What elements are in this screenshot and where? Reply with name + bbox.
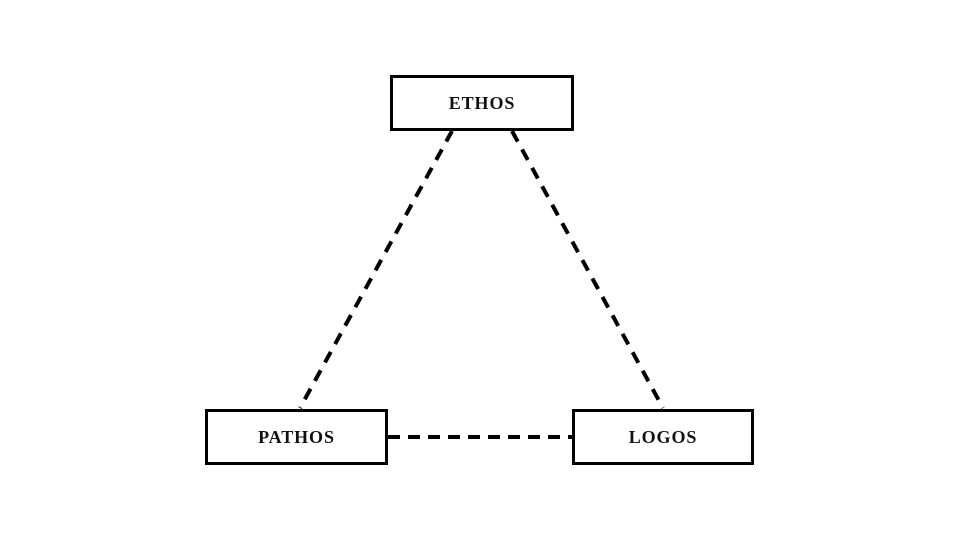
node-pathos-label: PATHOS bbox=[258, 427, 335, 447]
node-logos[interactable]: LOGOS bbox=[572, 409, 754, 465]
node-ethos[interactable]: ETHOS bbox=[390, 75, 574, 131]
connector-ethos-logos bbox=[510, 130, 665, 409]
node-pathos[interactable]: PATHOS bbox=[205, 409, 388, 465]
node-logos-label: LOGOS bbox=[628, 427, 698, 447]
connector-ethos-pathos bbox=[298, 130, 454, 409]
node-ethos-label: ETHOS bbox=[448, 93, 516, 113]
